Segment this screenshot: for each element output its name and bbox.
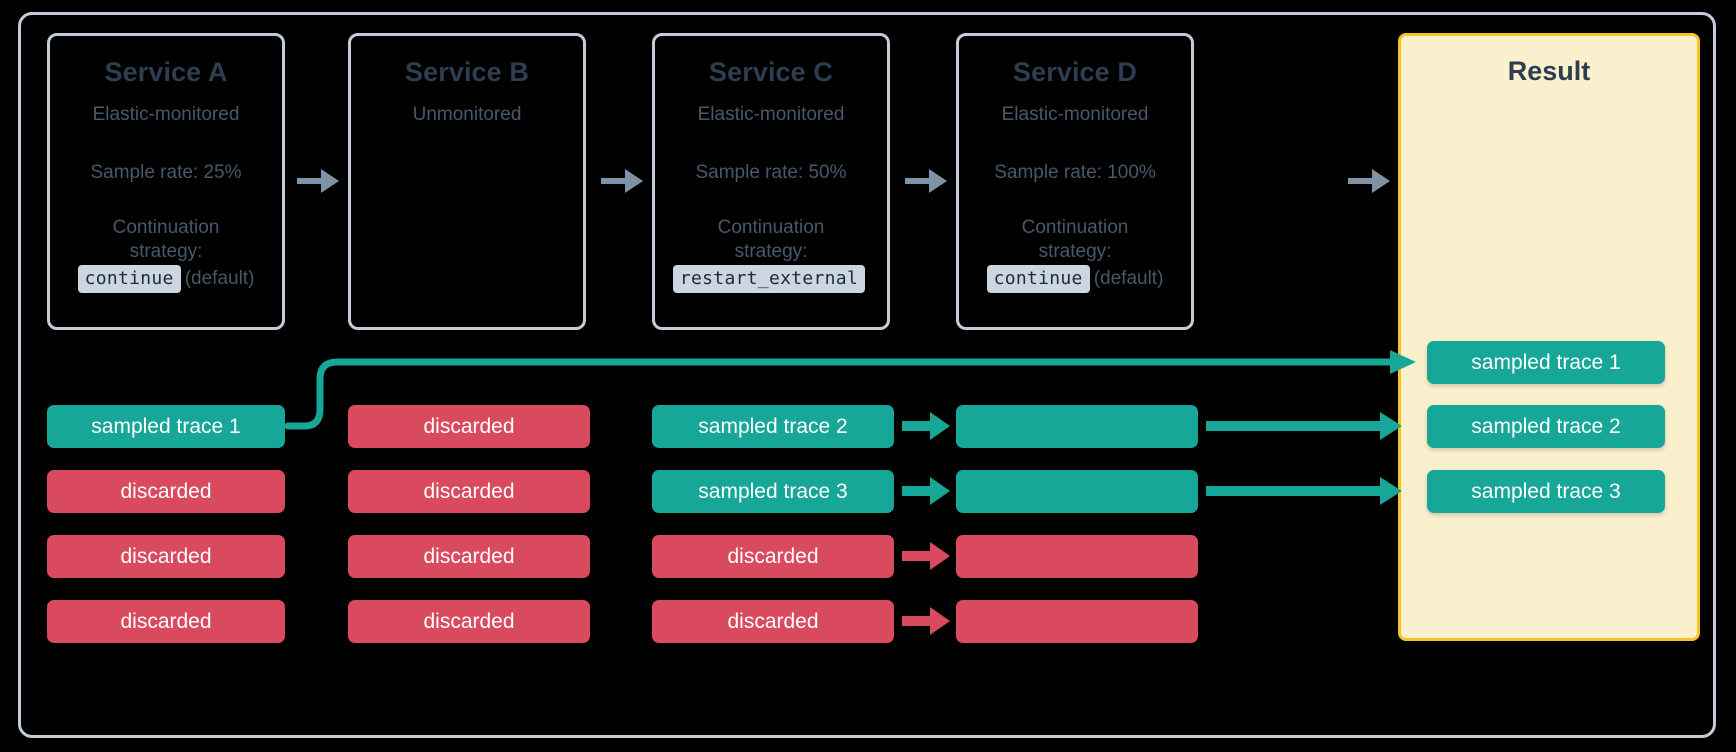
trace-bar[interactable]: sampled trace 3 (652, 470, 894, 513)
service-title: Service C (709, 57, 833, 87)
strategy-label-line-1: Continuation (112, 217, 220, 239)
service-box-b[interactable]: Service B Unmonitored (348, 33, 586, 330)
strategy-label-line-2: strategy: (734, 241, 808, 263)
service-strategy-value-row: continue(default) (959, 264, 1191, 293)
service-monitoring-status: Elastic-monitored (1001, 103, 1149, 125)
trace-bar[interactable]: discarded (348, 470, 590, 513)
strategy-label-line-1: Continuation (717, 217, 825, 239)
trace-bar[interactable]: sampled trace 1 (47, 405, 285, 448)
arrow-c-to-d-icon (905, 169, 947, 193)
trace-bar[interactable] (956, 470, 1198, 513)
arrow-c-to-d-row1-icon (902, 412, 950, 440)
trace-bar[interactable]: discarded (348, 600, 590, 643)
strategy-label-line-2: strategy: (1038, 241, 1112, 263)
arrow-b-to-c-icon (601, 169, 643, 193)
arrow-d-to-result-row1-icon (1206, 412, 1402, 440)
service-title: Service D (1013, 57, 1137, 87)
strategy-label-line-2: strategy: (129, 241, 203, 263)
service-box-c[interactable]: Service C Elastic-monitored Sample rate:… (652, 33, 890, 330)
service-strategy-label: Continuation strategy: (50, 216, 282, 265)
service-strategy-value-row: continue(default) (50, 264, 282, 293)
trace-bar[interactable]: discarded (47, 600, 285, 643)
trace-bar[interactable] (956, 600, 1198, 643)
trace-bar[interactable]: discarded (47, 535, 285, 578)
strategy-code-badge: continue (986, 264, 1090, 293)
trace-bar[interactable]: discarded (348, 405, 590, 448)
service-strategy-label: Continuation strategy: (959, 216, 1191, 265)
service-title: Service B (405, 57, 529, 87)
service-sample-rate: Sample rate: 50% (695, 162, 847, 184)
service-sample-rate: Sample rate: 25% (90, 162, 242, 184)
service-box-d[interactable]: Service D Elastic-monitored Sample rate:… (956, 33, 1194, 330)
trace-bar[interactable] (956, 535, 1198, 578)
arrow-a-to-b-icon (297, 169, 339, 193)
arrow-c-to-d-row3-icon (902, 542, 950, 570)
strategy-default-note: (default) (1093, 267, 1164, 289)
trace-bar[interactable]: sampled trace 2 (652, 405, 894, 448)
strategy-default-note: (default) (184, 267, 255, 289)
arrow-d-to-result-icon (1348, 169, 1390, 193)
trace-bar[interactable] (956, 405, 1198, 448)
service-sample-rate: Sample rate: 100% (994, 162, 1156, 184)
arrow-c-to-d-row4-icon (902, 607, 950, 635)
service-monitoring-status: Elastic-monitored (92, 103, 240, 125)
trace-bar[interactable]: discarded (652, 535, 894, 578)
result-trace-bar[interactable]: sampled trace 1 (1427, 341, 1665, 384)
trace-bar[interactable]: discarded (348, 535, 590, 578)
strategy-label-line-1: Continuation (1021, 217, 1129, 239)
service-title: Service A (104, 57, 228, 87)
result-trace-bar[interactable]: sampled trace 2 (1427, 405, 1665, 448)
service-strategy-label: Continuation strategy: (655, 216, 887, 265)
result-panel: Result (1398, 33, 1700, 641)
arrow-d-to-result-row2-icon (1206, 477, 1402, 505)
service-monitoring-status: Unmonitored (412, 103, 522, 125)
result-trace-bar[interactable]: sampled trace 3 (1427, 470, 1665, 513)
service-monitoring-status: Elastic-monitored (697, 103, 845, 125)
strategy-code-badge: continue (77, 264, 181, 293)
arrow-c-to-d-row2-icon (902, 477, 950, 505)
result-title: Result (1507, 56, 1591, 86)
strategy-code-badge: restart_external (672, 264, 866, 293)
service-strategy-value-row: restart_external (655, 264, 887, 293)
trace-bar[interactable]: discarded (47, 470, 285, 513)
trace-bar[interactable]: discarded (652, 600, 894, 643)
service-box-a[interactable]: Service A Elastic-monitored Sample rate:… (47, 33, 285, 330)
